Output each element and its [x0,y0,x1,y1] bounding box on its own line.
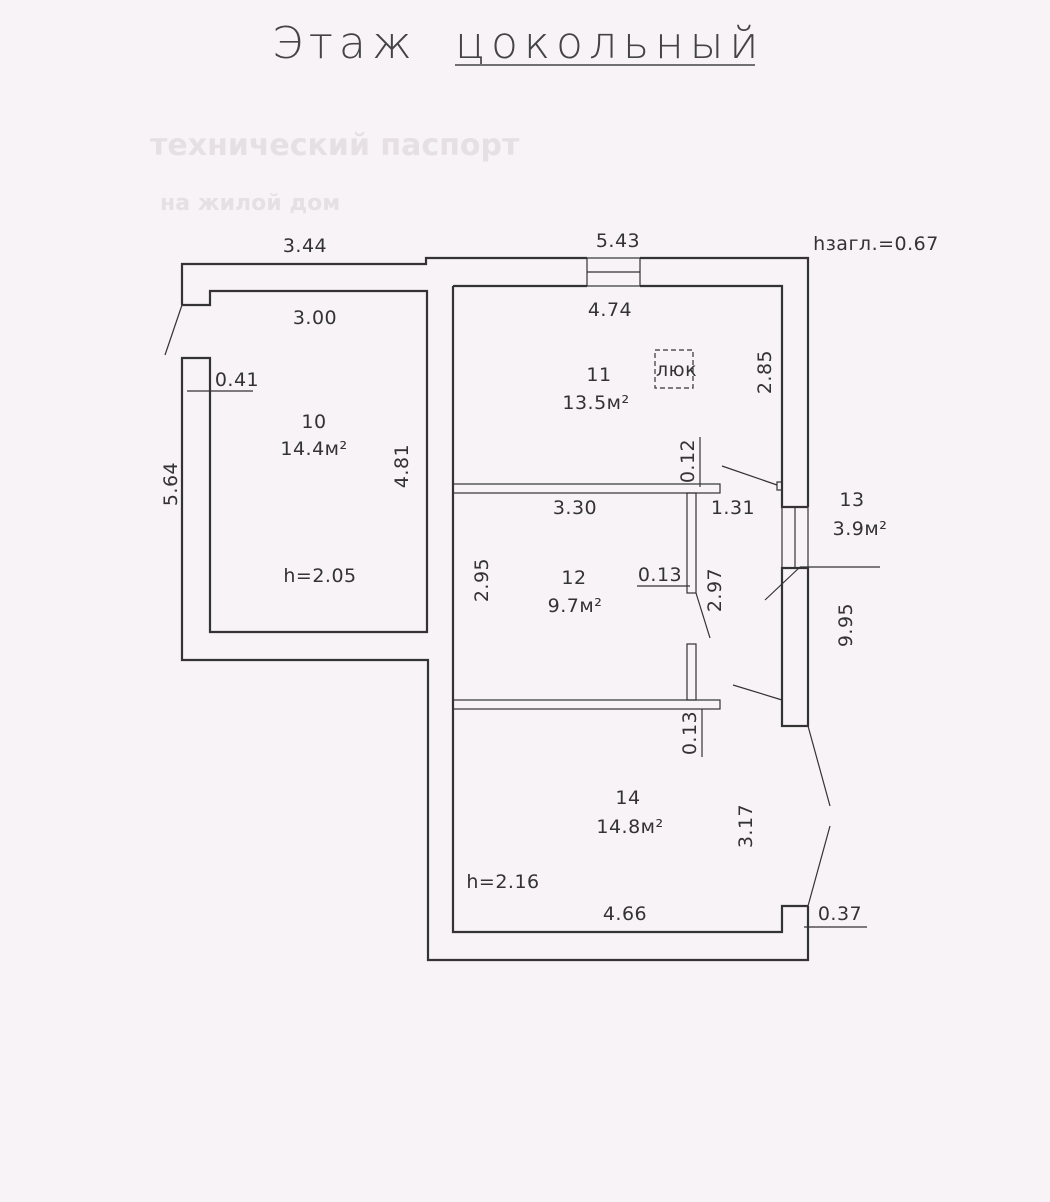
svg-text:4.81: 4.81 [391,444,413,488]
svg-text:3.00: 3.00 [293,307,337,329]
room-area: 14.4м² [280,438,347,460]
room-number: 13 [839,489,864,511]
svg-text:1.31: 1.31 [711,497,755,519]
room-13: 13 3.9м² [833,489,888,540]
room-14: 14 14.8м² h=2.16 [466,787,663,893]
svg-text:0.41: 0.41 [215,369,259,391]
title-prefix: Этаж [272,18,418,69]
room-area: 14.8м² [596,816,663,838]
room-10: 10 14.4м² h=2.05 [280,411,356,587]
dimension-labels: 3.44 5.43 hзагл.=0.67 3.00 4.74 0.41 3.3… [160,230,939,925]
title-name: цокольный [455,18,764,69]
room-number: 14 [615,787,640,809]
svg-text:0.13: 0.13 [679,711,701,755]
svg-text:4.66: 4.66 [603,903,647,925]
room-area: 3.9м² [833,518,888,540]
svg-text:технический паспорт: технический паспорт [150,128,520,163]
room-area: 13.5м² [562,392,629,414]
hatch-label: люк [656,359,697,381]
room-height: h=2.16 [466,871,539,893]
room-number: 12 [561,567,586,589]
background-bleed: технический паспорт на жилой дом [150,128,520,216]
header-note: hзагл.=0.67 [813,233,939,255]
svg-text:3.30: 3.30 [553,497,597,519]
svg-text:2.97: 2.97 [704,568,726,612]
svg-text:9.95: 9.95 [835,603,857,647]
svg-text:2.95: 2.95 [471,558,493,602]
room-number: 10 [301,411,326,433]
room-height: h=2.05 [283,565,356,587]
svg-text:5.43: 5.43 [596,230,640,252]
svg-text:3.17: 3.17 [735,804,757,848]
hatch-icon [654,349,694,389]
room-11: 11 13.5м² [562,364,629,414]
room-area: 9.7м² [548,595,603,617]
svg-text:2.85: 2.85 [754,350,776,394]
svg-text:на жилой дом: на жилой дом [160,191,340,216]
outer-walls [164,256,880,962]
svg-text:4.74: 4.74 [588,299,632,321]
room-number: 11 [586,364,611,386]
room-12: 12 9.7м² [548,567,603,617]
partitions [187,390,867,928]
svg-text:0.37: 0.37 [818,903,862,925]
svg-text:0.13: 0.13 [638,564,682,586]
svg-text:0.12: 0.12 [677,439,699,483]
svg-text:3.44: 3.44 [283,235,327,257]
svg-text:5.64: 5.64 [160,462,182,506]
